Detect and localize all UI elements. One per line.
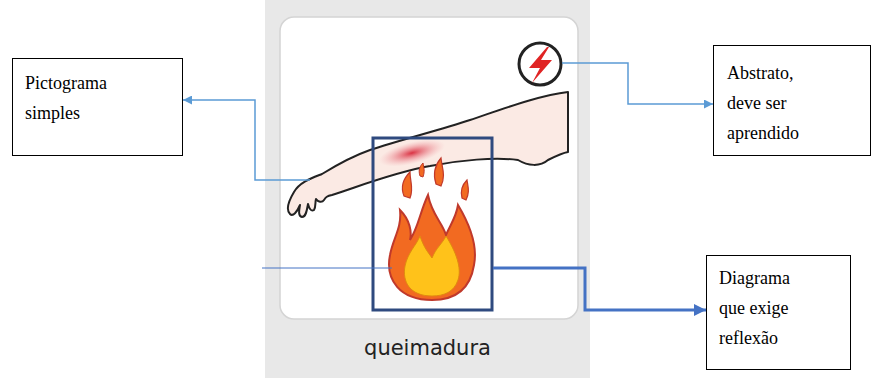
callout-arrow: [590, 309, 706, 312]
callout-arrow: [590, 63, 713, 104]
fire-spark: [461, 180, 468, 200]
lightning-symbol: [529, 47, 552, 83]
pictogram-label: queimadura: [265, 333, 590, 363]
leader-line: [493, 268, 590, 310]
callout-box: Pictograma simples: [12, 58, 183, 156]
pictogram-panel: queimadura: [265, 0, 590, 378]
callout-text: Diagrama que exige reflexão: [719, 263, 819, 353]
arm-drawing: [288, 92, 568, 217]
fire-spark: [434, 158, 443, 186]
burn-mark: [376, 134, 447, 172]
fire-spark: [419, 163, 424, 177]
fire-spark: [402, 172, 411, 198]
leader-line: [562, 62, 590, 64]
fire-flame: [389, 195, 475, 300]
callout-text: Pictograma simples: [25, 68, 135, 128]
pictogram-card: [280, 17, 578, 319]
callout-box: Abstrato, deve ser aprendido: [713, 45, 871, 156]
callout-box: Diagrama que exige reflexão: [706, 255, 851, 370]
symbol-circle: [519, 43, 561, 85]
fire-core: [404, 236, 459, 296]
callout-text: Abstrato, deve ser aprendido: [727, 58, 827, 148]
leader-line: [265, 179, 310, 181]
callout-arrow: [183, 100, 265, 180]
highlight-frame: [373, 138, 492, 310]
leader-line: [262, 268, 392, 269]
